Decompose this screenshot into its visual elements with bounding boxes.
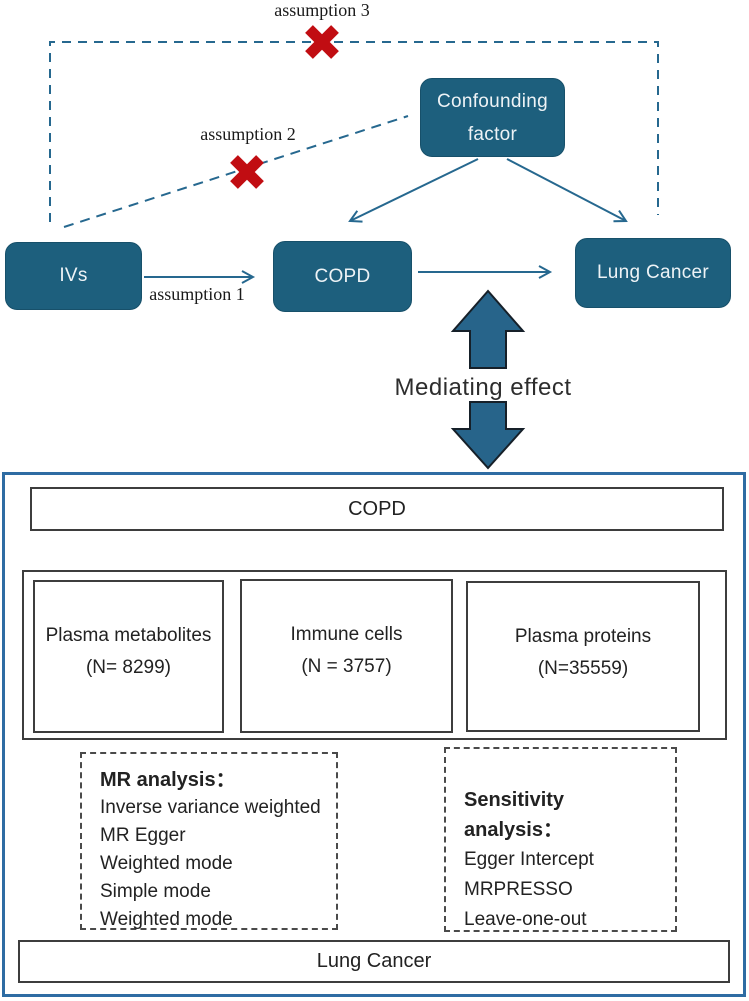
flowchart-copd-box: COPD xyxy=(30,487,724,531)
mediator-box-plasma-metabolites: Plasma metabolites (N= 8299) xyxy=(33,580,224,733)
mr-analysis-box: MR analysis： Inverse variance weighted M… xyxy=(80,752,338,930)
lungcancer-node: Lung Cancer xyxy=(575,238,731,308)
mediator-title: Plasma metabolites xyxy=(45,625,212,646)
mediating-effect-label: Mediating effect xyxy=(394,374,572,401)
mediating-block-arrow-down-icon xyxy=(450,401,526,470)
flowchart-lungcancer-box: Lung Cancer xyxy=(18,940,730,983)
mediator-sample-size: (N= 8299) xyxy=(85,657,172,678)
sensitivity-analysis-box: Sensitivity analysis： Egger Intercept MR… xyxy=(444,747,677,932)
ivs-node-label: IVs xyxy=(59,265,88,286)
sensitivity-analysis-title: Sensitivity analysis： xyxy=(464,789,565,841)
mediator-box-plasma-proteins: Plasma proteins (N=35559) xyxy=(466,581,700,732)
mr-analysis-item: Weighted mode xyxy=(100,853,233,874)
mr-analysis-item: Simple mode xyxy=(100,881,211,902)
assumption3-label: assumption 3 xyxy=(274,0,370,20)
lungcancer-node-label: Lung Cancer xyxy=(596,262,710,283)
mediator-sample-size: (N = 3757) xyxy=(301,656,392,677)
flowchart-copd-label: COPD xyxy=(348,497,406,520)
mediator-box-immune-cells: Immune cells (N = 3757) xyxy=(240,579,453,733)
mr-analysis-title: MR analysis： xyxy=(100,769,236,791)
assumption1-label: assumption 1 xyxy=(149,284,245,304)
assumption2-dashed-line xyxy=(63,115,409,228)
ivs-node: IVs xyxy=(5,242,142,310)
mediator-title: Immune cells xyxy=(290,624,403,645)
assumption3-dashed-path xyxy=(49,41,659,222)
confounder-to-copd-arrow xyxy=(348,158,479,223)
mr-analysis-item: Inverse variance weighted xyxy=(100,797,321,818)
confounder-node-label: Confounding factor xyxy=(436,90,549,145)
mr-analysis-item: MR Egger xyxy=(100,825,186,846)
assumption2-red-x-icon xyxy=(230,155,264,189)
confounder-to-lungcancer-arrow xyxy=(506,158,628,223)
flowchart-lungcancer-label: Lung Cancer xyxy=(316,950,432,972)
copd-node-label: COPD xyxy=(314,265,371,287)
mediator-sample-size: (N=35559) xyxy=(537,658,629,679)
sensitivity-item: Leave-one-out xyxy=(464,909,587,930)
assumption3-red-x-icon xyxy=(305,25,339,59)
mr-analysis-item: Weighted mode xyxy=(100,909,233,930)
copd-node: COPD xyxy=(273,241,412,312)
mediator-title: Plasma proteins xyxy=(514,626,652,647)
assumption2-label: assumption 2 xyxy=(200,124,296,144)
sensitivity-item: Egger Intercept xyxy=(464,849,594,870)
mediating-block-arrow-up-icon xyxy=(450,289,526,369)
confounder-node: Confounding factor xyxy=(420,78,565,157)
sensitivity-item: MRPRESSO xyxy=(464,879,573,900)
